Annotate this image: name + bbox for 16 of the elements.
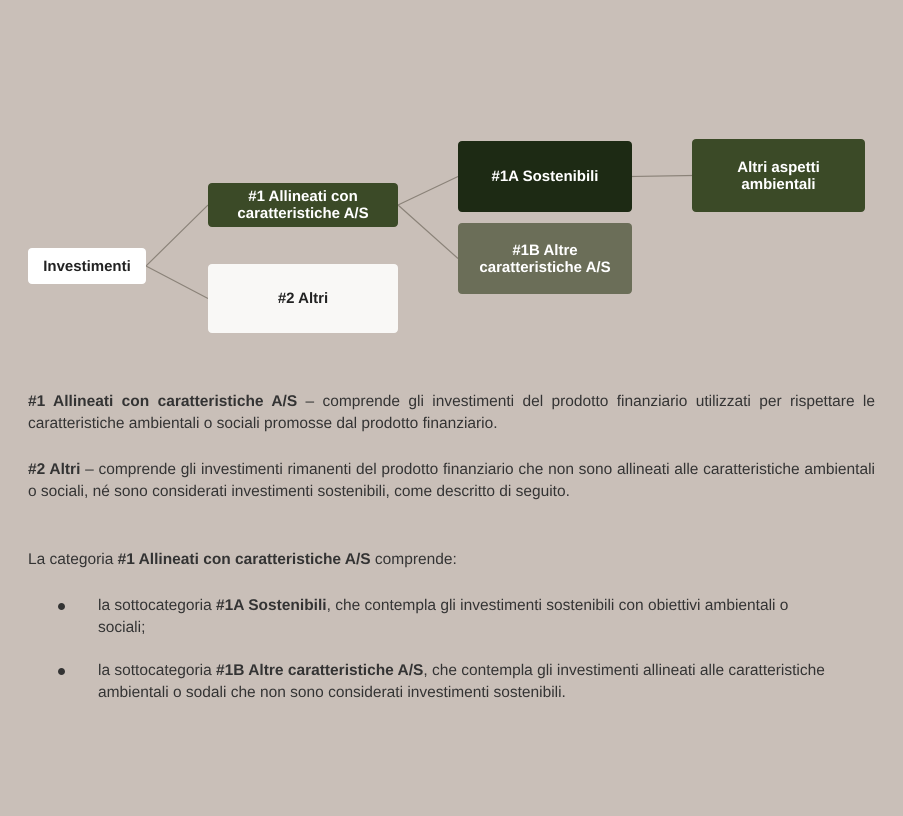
connector-line <box>146 204 208 266</box>
category-box: #1B Altre caratteristiche A/S <box>458 223 632 294</box>
paragraph: La categoria #1 Allineati con caratteristiche A/S comprende: <box>28 550 458 570</box>
category-box: Altri aspetti ambientali <box>692 139 865 212</box>
connector-line <box>398 204 458 259</box>
connector-line <box>632 174 692 178</box>
paragraph: #1 Allineati con caratteristiche A/S – comprende gli investimenti del prodotto finanziario utilizzati per rispettare le caratteristiche ambientali o sociali promosse dal prodotto finanziario. <box>28 392 875 434</box>
paragraph: #2 Altri – comprende gli investimenti rimanenti del prodotto finanziario che non sono allineati alle caratteristiche ambientali o sociali, né sono considerati investimenti sostenibili, come descritto di seguito. <box>28 460 875 502</box>
category-box: #2 Altri <box>208 264 398 333</box>
connector-line <box>146 265 208 300</box>
paragraph: la sottocategoria #1B Altre caratteristiche A/S, che contempla gli investimenti allineati alle caratteristiche ambientali o sodali che non sono considerati investimenti sostenibili. <box>98 661 826 703</box>
category-box: #1 Allineati con caratteristiche A/S <box>208 183 398 227</box>
connector-line <box>398 176 458 206</box>
category-box: Investimenti <box>28 248 146 284</box>
category-box: #1A Sostenibili <box>458 141 632 212</box>
paragraph: la sottocategoria #1A Sostenibili, che contempla gli investimenti sostenibili con obiettivi ambientali o sociali; <box>98 596 790 638</box>
